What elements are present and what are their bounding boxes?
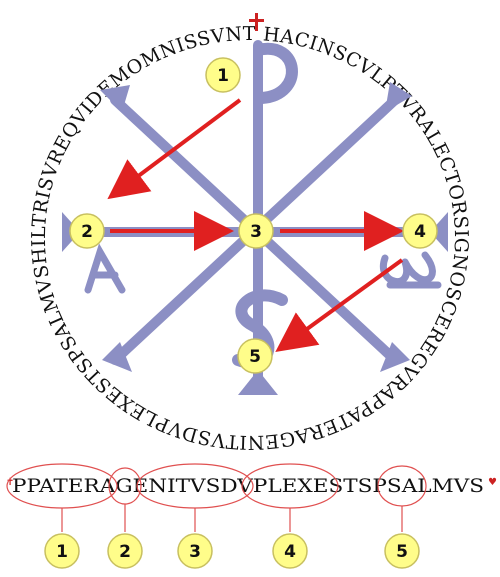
marker-5: 5 — [237, 338, 273, 374]
marker-4: 4 — [402, 213, 438, 249]
alpha-glyph — [84, 243, 126, 294]
svg-text:3: 3 — [250, 222, 262, 242]
marker-1: 1 — [205, 57, 241, 93]
legend-marker-2: 2 — [107, 533, 143, 569]
bottom-transcription: PPATERAGENITVSDVPLEXESTSPSALMVS — [12, 475, 484, 497]
legend-markers: 1 2 3 4 5 — [44, 533, 420, 569]
legend-marker-3: 3 — [177, 533, 213, 569]
spoke-end-ne — [385, 82, 412, 112]
legend-marker-4: 4 — [272, 533, 308, 569]
spoke-end-sw — [102, 342, 132, 372]
svg-text:2: 2 — [119, 542, 131, 562]
arrow-1-to-2 — [107, 98, 242, 200]
spoke-end-s — [238, 370, 278, 395]
cross-icon — [249, 13, 264, 31]
svg-text:3: 3 — [189, 542, 201, 562]
legend-marker-5: 5 — [384, 533, 420, 569]
omega-glyph — [379, 251, 442, 289]
reading-order-arrows — [107, 98, 404, 353]
spoke-end-se — [380, 342, 410, 372]
arrow-4-to-5 — [275, 258, 404, 353]
svg-text:1: 1 — [56, 542, 68, 562]
cross-icon: ✝ — [6, 477, 14, 488]
diagram-markers: 1 2 3 4 5 — [69, 57, 438, 374]
svg-text:5: 5 — [249, 347, 261, 367]
spoke-end-e — [430, 212, 448, 252]
svg-text:5: 5 — [396, 542, 408, 562]
heart-icon: ♥ — [488, 477, 497, 488]
svg-text:4: 4 — [284, 542, 296, 562]
svg-text:4: 4 — [414, 222, 426, 242]
legend-connectors — [61, 504, 403, 532]
marker-2: 2 — [69, 213, 105, 249]
rho-loop — [256, 42, 298, 104]
svg-text:2: 2 — [81, 222, 93, 242]
spoke-end-nw — [100, 85, 130, 112]
legend-marker-1: 1 — [44, 533, 80, 569]
svg-text:1: 1 — [217, 66, 229, 86]
marker-3: 3 — [238, 213, 274, 249]
